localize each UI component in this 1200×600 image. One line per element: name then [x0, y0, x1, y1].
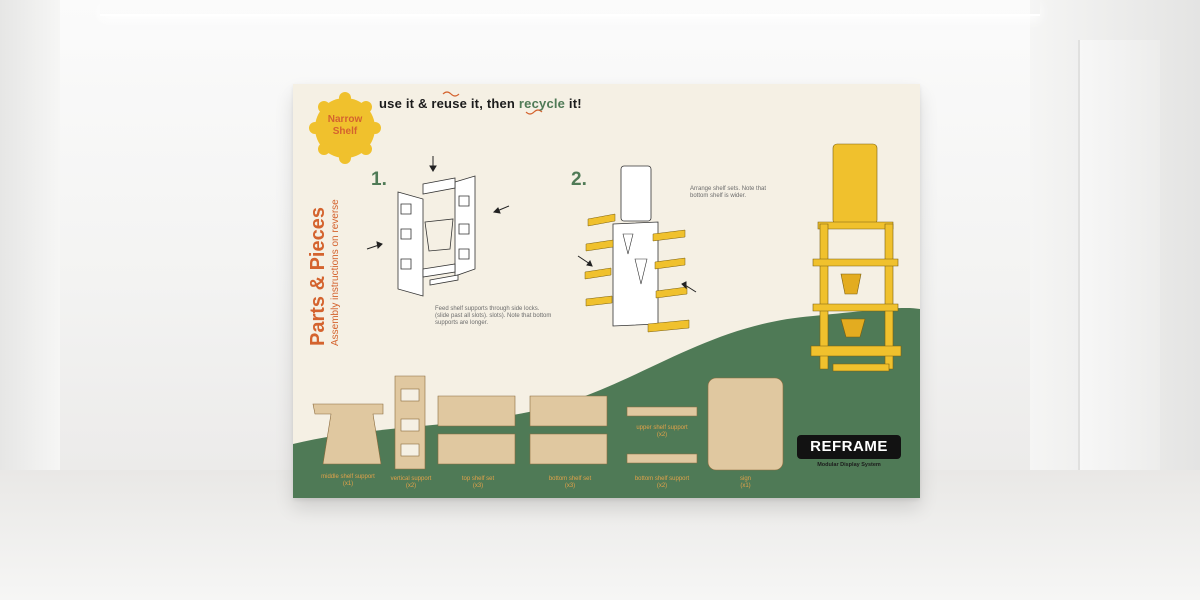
title-main: Parts & Pieces: [307, 207, 329, 346]
part-label: top shelf set(x3): [461, 476, 495, 489]
step2-diagram: [584, 165, 690, 333]
part-label: upper shelf support(x2): [636, 425, 688, 438]
vertical-title: Parts & Pieces Assembly instructions on …: [307, 199, 341, 346]
part-label: vertical support(x2): [390, 476, 432, 489]
ceiling-light: [100, 0, 1040, 16]
step-2-note: Arrange shelf sets. Note that bottom she…: [690, 186, 767, 199]
badge-label: Narrow Shelf: [313, 114, 377, 138]
badge-line-2: Shelf: [332, 126, 358, 137]
badge-line-1: Narrow: [327, 114, 363, 125]
step1-diagram: [397, 175, 476, 297]
step1-arrows: [366, 156, 510, 250]
tagline-accent: [525, 109, 543, 115]
tagline: use it & reuse it, then recycle it!: [379, 96, 582, 111]
tagline-recycle: recycle: [518, 96, 566, 111]
tagline-part-1: use it & reuse it, then: [379, 96, 519, 111]
tagline-accent: [442, 91, 460, 97]
part-label: bottom shelf support(x2): [634, 476, 690, 489]
part-label: middle shelf support(x1): [321, 474, 375, 487]
reframe-logo: REFRAME: [797, 435, 901, 459]
parts-row: [312, 375, 784, 471]
logo-subtitle: Modular Display System: [817, 462, 881, 468]
step-1-note: Feed shelf supports through side locks. …: [435, 306, 552, 326]
step-2-number: 2.: [571, 169, 587, 190]
poster-artwork: [293, 91, 920, 498]
poster: Narrow Shelf use it & reuse it, then rec…: [293, 84, 920, 498]
title-sub: Assembly instructions on reverse: [330, 199, 341, 346]
step-1-number: 1.: [371, 169, 387, 190]
part-label: sign(x1): [739, 476, 751, 489]
window-frame: [1078, 40, 1160, 480]
tagline-part-3: it!: [565, 96, 582, 111]
badge-shape: [309, 92, 381, 164]
assembled-shelf: [810, 143, 902, 372]
part-label: bottom shelf set(x3): [548, 476, 592, 489]
step2-arrows: [577, 255, 697, 293]
